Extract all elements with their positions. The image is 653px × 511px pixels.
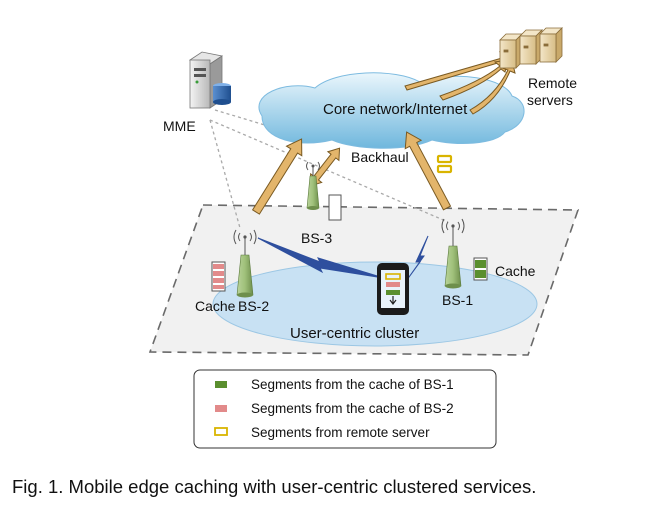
remote-servers-label-line1: Remote [528,75,577,91]
figure-caption: Fig. 1. Mobile edge caching with user-ce… [12,476,537,497]
legend-label-remote: Segments from remote server [251,425,430,440]
legend-label-bs2: Segments from the cache of BS-2 [251,401,454,416]
cluster-label: User-centric cluster [290,325,419,342]
legend-swatch-remote [214,427,228,436]
remote-servers-icon [499,27,563,69]
bs3-label: BS-3 [301,230,332,246]
smartphone-icon [377,263,409,315]
core-network-label: Core network/Internet [323,101,468,118]
remote-servers-label-line2: servers [527,92,573,108]
mme-label: MME [163,118,196,134]
cache-bs2-label: Cache [195,298,236,314]
backhaul-label: Backhaul [351,149,409,165]
bs2-label: BS-2 [238,298,269,314]
bs1-label: BS-1 [442,292,473,308]
cache-bs1-label: Cache [495,263,536,279]
base-station-icon [233,161,465,298]
legend-swatch-bs1 [215,381,227,388]
mme-server-icon [188,51,231,109]
legend-label-bs1: Segments from the cache of BS-1 [251,377,454,392]
legend: Segments from the cache of BS-1 Segments… [193,369,497,449]
backhaul-arrows [251,51,516,215]
legend-swatch-bs2 [215,405,227,412]
remote-segment-icon [436,154,453,174]
cache-icon [211,194,488,292]
